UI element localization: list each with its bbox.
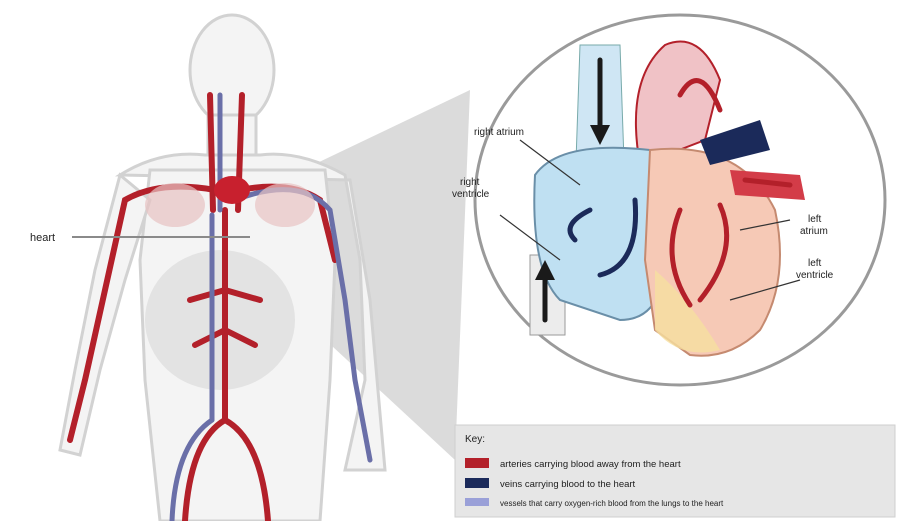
right-ventricle-label-2: ventricle — [452, 189, 490, 200]
legend-title: Key: — [465, 434, 485, 445]
legend: Key: arteries carrying blood away from t… — [455, 425, 895, 517]
legend-swatch-pulmonary — [465, 498, 489, 506]
left-ventricle-label-2: ventricle — [796, 270, 834, 281]
right-ventricle-label-1: right — [460, 177, 480, 188]
abdomen-shading — [145, 250, 295, 390]
legend-text-arteries: arteries carrying blood away from the he… — [500, 459, 681, 470]
body-heart — [214, 176, 250, 204]
left-atrium-label-2: atrium — [800, 226, 828, 237]
left-atrium-label-1: left — [808, 214, 822, 225]
right-atrium-label: right atrium — [474, 127, 524, 138]
legend-swatch-veins — [465, 478, 489, 488]
left-ventricle-label-1: left — [808, 258, 822, 269]
legend-swatch-arteries — [465, 458, 489, 468]
legend-text-pulmonary: vessels that carry oxygen-rich blood fro… — [500, 499, 724, 508]
legend-text-veins: veins carrying blood to the heart — [500, 479, 636, 490]
heart-label: heart — [30, 232, 55, 244]
